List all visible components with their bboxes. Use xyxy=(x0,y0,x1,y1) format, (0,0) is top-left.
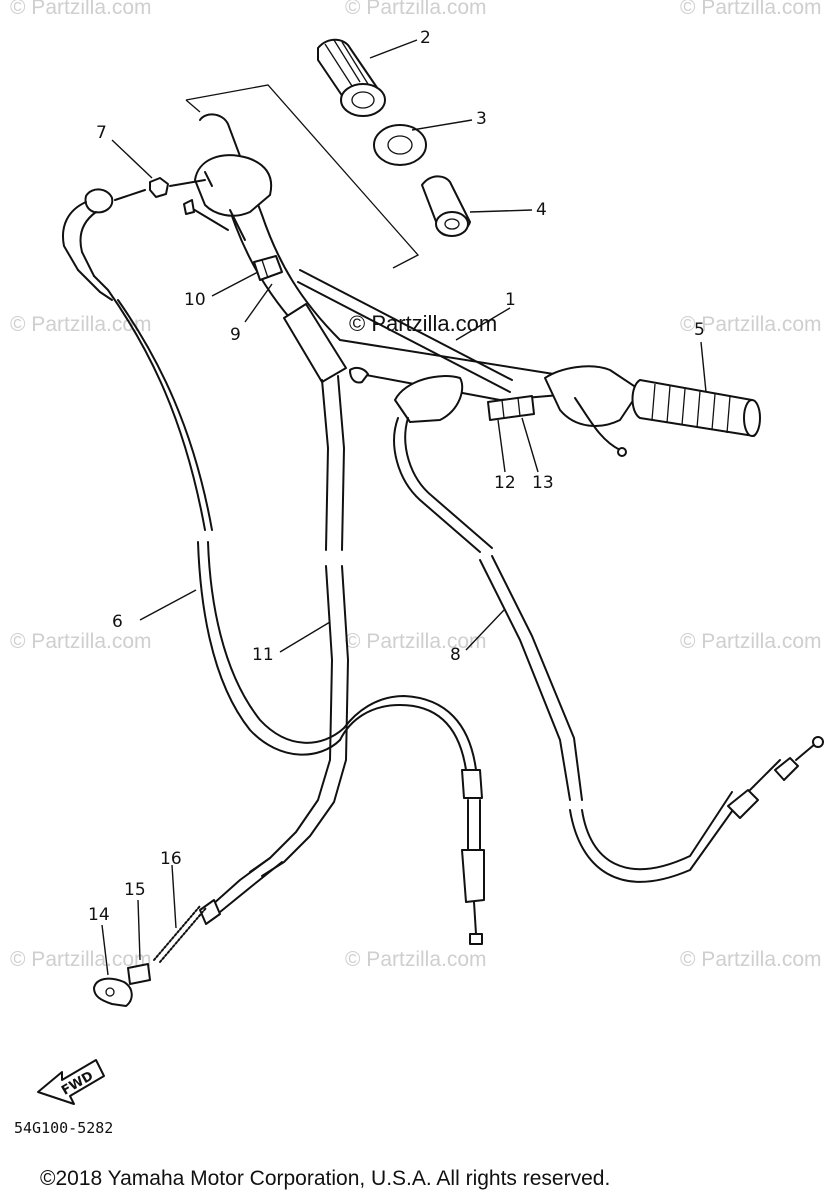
callout-2: 2 xyxy=(420,28,431,48)
adjuster-nut xyxy=(149,177,169,198)
throttle-cable xyxy=(62,188,345,756)
watermark: © Partzilla.com xyxy=(10,313,152,336)
group-bracket-tick xyxy=(185,99,201,113)
leader-lines xyxy=(101,39,707,976)
callout-7: 7 xyxy=(96,123,107,143)
callout-6: 6 xyxy=(112,612,123,632)
watermark: © Partzilla.com xyxy=(680,948,822,971)
fwd-arrow: FWD xyxy=(37,1059,105,1105)
diagram-code: 54G100-5282 xyxy=(14,1119,113,1137)
callout-14: 14 xyxy=(88,905,110,925)
throttle-tube xyxy=(421,175,471,237)
adjuster-12-13 xyxy=(487,395,535,421)
callout-3: 3 xyxy=(476,109,487,129)
cable-end-rod xyxy=(114,189,146,201)
throttle-grip xyxy=(317,38,386,117)
cable-end-parts xyxy=(93,905,207,1007)
watermark: © Partzilla.com xyxy=(10,630,152,653)
callout-1: 1 xyxy=(505,290,516,310)
grip-collar xyxy=(373,124,427,166)
watermark: © Partzilla.com xyxy=(345,948,487,971)
copyright-notice: ©2018 Yamaha Motor Corporation, U.S.A. A… xyxy=(40,1167,610,1190)
callout-15: 15 xyxy=(124,880,146,900)
watermark: © Partzilla.com xyxy=(345,630,487,653)
group-bracket xyxy=(185,84,420,269)
callout-9: 9 xyxy=(230,325,241,345)
adjuster-9-10 xyxy=(253,255,283,281)
watermark: © Partzilla.com xyxy=(10,948,152,971)
center-cable xyxy=(339,695,485,945)
callout-10: 10 xyxy=(184,290,206,310)
callout-8: 8 xyxy=(450,645,461,665)
callout-4: 4 xyxy=(536,200,547,220)
watermark: © Partzilla.com xyxy=(680,313,822,336)
callout-13: 13 xyxy=(532,473,554,493)
adjuster-bolt xyxy=(169,179,206,187)
cable-8 xyxy=(393,375,824,883)
screw-head xyxy=(183,199,195,215)
watermark: © Partzilla.com xyxy=(345,0,487,19)
callout-11: 11 xyxy=(252,645,274,665)
handlebar xyxy=(194,113,641,457)
callout-16: 16 xyxy=(160,849,182,869)
watermark: © Partzilla.com xyxy=(680,630,822,653)
callouts: 1 2 3 4 5 6 7 8 9 10 11 12 13 14 15 16 xyxy=(88,28,705,925)
watermark: © Partzilla.com xyxy=(10,0,152,19)
cable-11 xyxy=(199,303,349,925)
watermark: © Partzilla.com xyxy=(680,0,822,19)
watermark-layer: © Partzilla.com © Partzilla.com © Partzi… xyxy=(10,0,822,971)
callout-12: 12 xyxy=(494,473,516,493)
watermark-center: © Partzilla.com xyxy=(349,311,497,336)
left-grip xyxy=(631,379,761,437)
callout-5: 5 xyxy=(694,320,705,340)
